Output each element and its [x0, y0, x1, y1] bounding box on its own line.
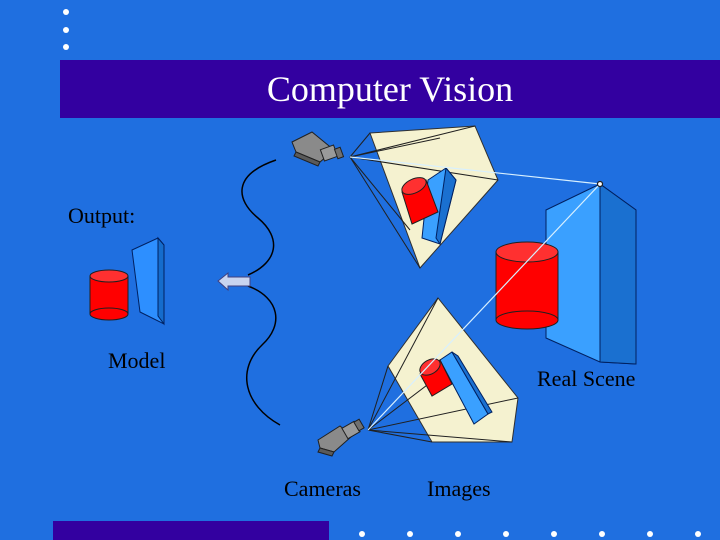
- real-scene-object: [495, 183, 637, 365]
- projection-rays: [349, 156, 604, 431]
- real-scene-label: Real Scene: [537, 366, 636, 391]
- bracket-curve: [241, 159, 281, 426]
- output-label: Output:: [68, 203, 136, 228]
- title-bar: Computer Vision: [60, 60, 720, 118]
- cameras-label: Cameras: [284, 476, 361, 501]
- camera-icon: [317, 418, 365, 457]
- lower-image-plane: [367, 297, 519, 443]
- slide-title: Computer Vision: [266, 69, 514, 109]
- footer-bar: [53, 521, 329, 540]
- camera-icon: [291, 131, 345, 167]
- model-label: Model: [108, 348, 166, 373]
- images-label: Images: [427, 476, 491, 501]
- decorative-dots: [63, 9, 701, 537]
- model-object: [89, 236, 165, 326]
- output-arrow-icon: [217, 271, 251, 292]
- upper-image-plane: [349, 125, 499, 269]
